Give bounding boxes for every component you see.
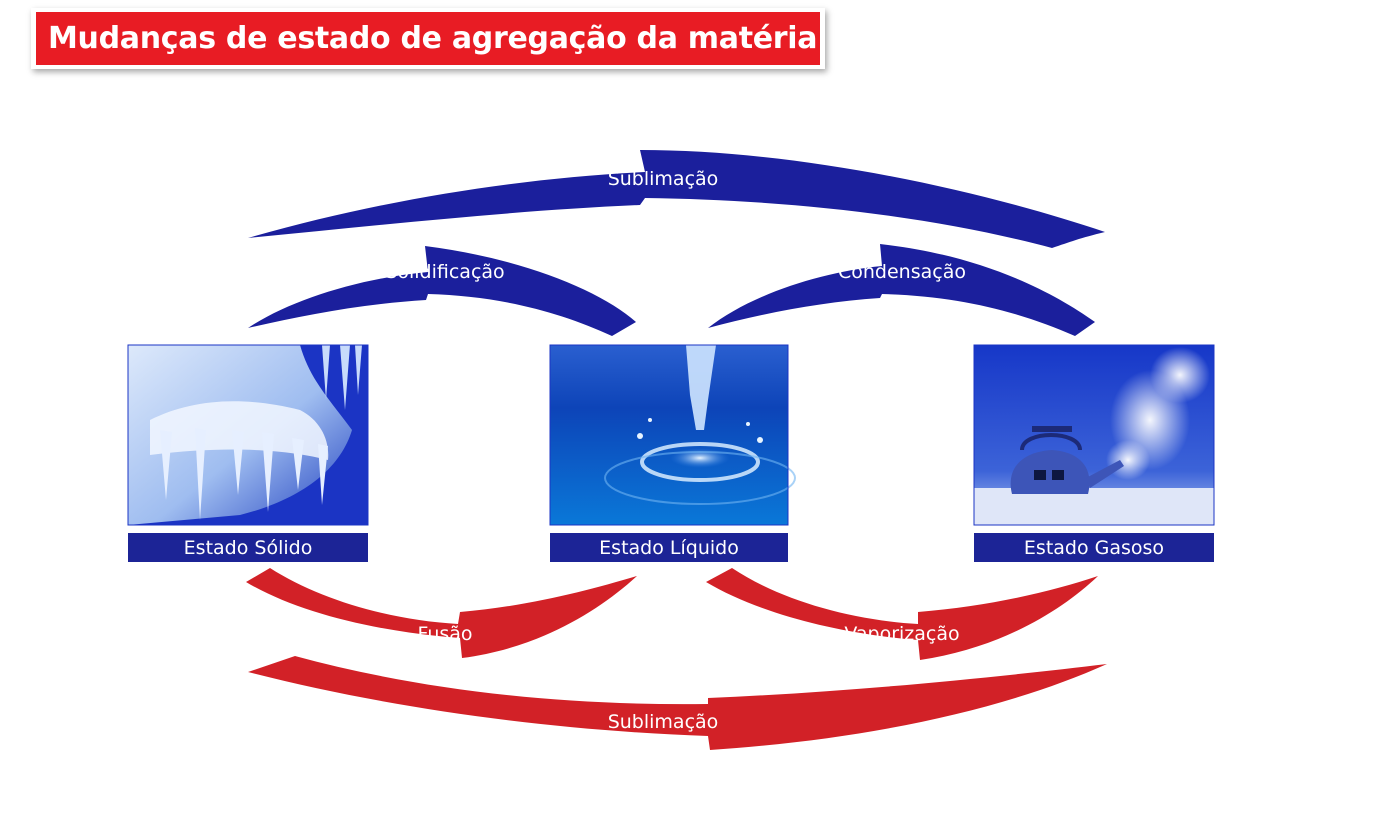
state-label-bar-liquid bbox=[550, 533, 788, 562]
state-label-gas: Estado Gasoso bbox=[1024, 537, 1164, 559]
state-label-bar-gas bbox=[974, 533, 1214, 562]
condensation-arrow bbox=[708, 244, 1095, 336]
state-label-liquid: Estado Líquido bbox=[599, 537, 739, 559]
vaporization-label: Vaporização bbox=[844, 623, 959, 645]
state-label-solid: Estado Sólido bbox=[184, 537, 313, 559]
kettle-steam-image bbox=[973, 344, 1215, 526]
solidification-arrow bbox=[248, 246, 636, 336]
condensation-label: Condensação bbox=[838, 261, 966, 283]
solidification-label: Solidificação bbox=[385, 261, 504, 283]
state-label-bar-solid bbox=[128, 533, 368, 562]
ice-image bbox=[127, 344, 369, 526]
sublimation-top-label: Sublimação bbox=[608, 168, 719, 190]
sublimation-bottom-label: Sublimação bbox=[608, 711, 719, 733]
page-title: Mudanças de estado de agregação da matér… bbox=[36, 12, 820, 65]
sublimation-top-arrow bbox=[248, 150, 1105, 248]
fusion-arrow bbox=[246, 568, 637, 658]
vaporization-arrow bbox=[706, 568, 1098, 660]
water-splash-image bbox=[549, 344, 796, 526]
title-box: Mudanças de estado de agregação da matér… bbox=[31, 8, 825, 69]
fusion-label: Fusão bbox=[417, 623, 472, 645]
sublimation-bottom-arrow bbox=[248, 656, 1107, 750]
